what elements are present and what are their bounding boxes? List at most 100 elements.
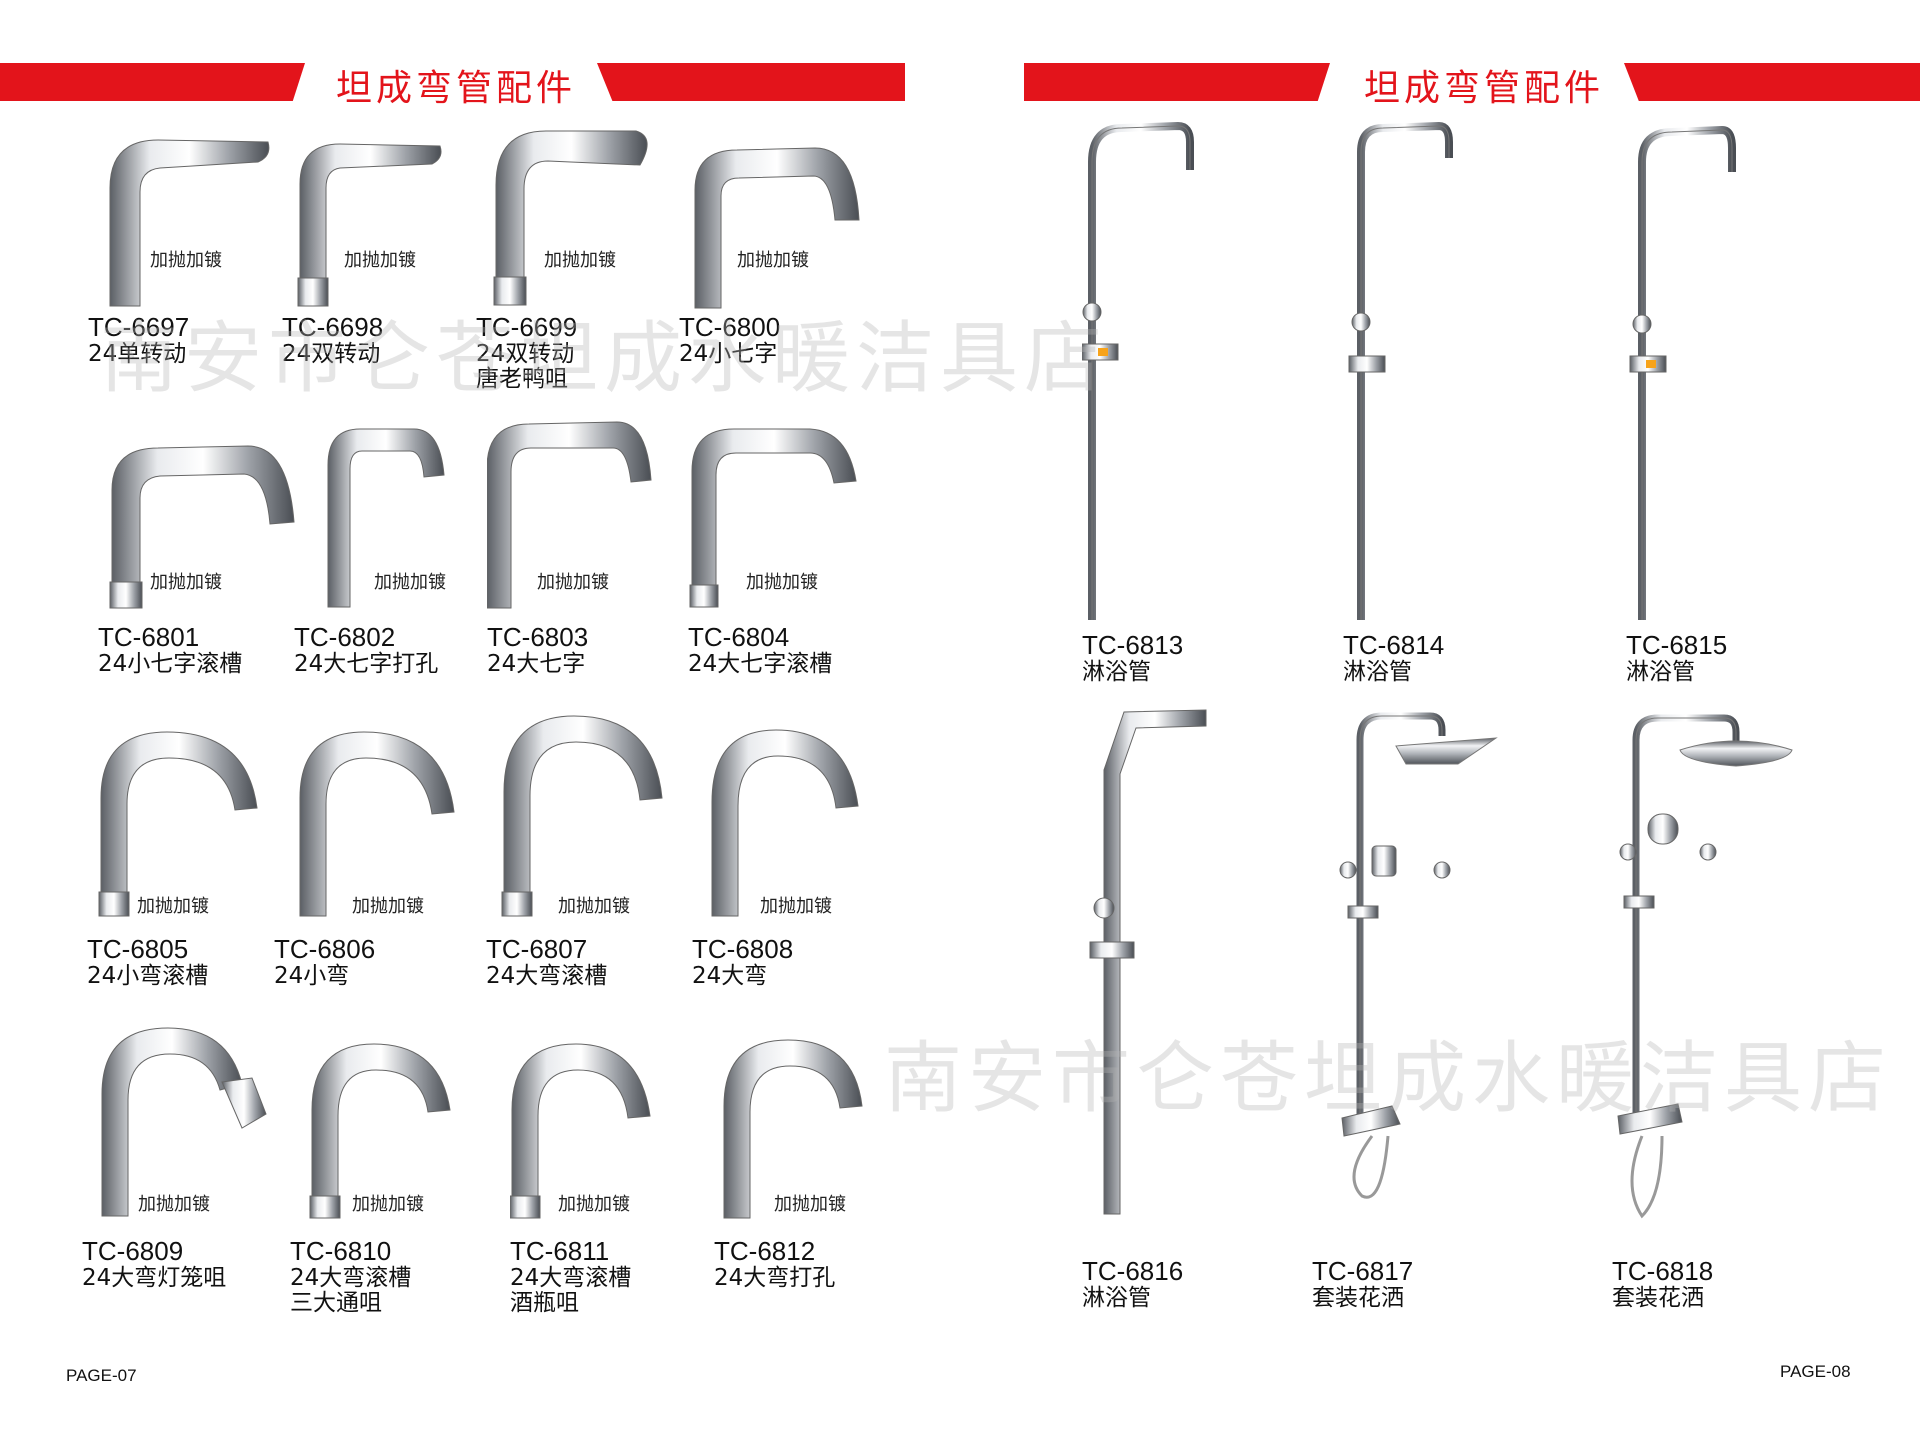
right-header-banner: 坦成弯管配件 (1024, 63, 1920, 109)
product-code: TC-6801 (98, 622, 200, 652)
plating-label: 加抛加镀 (737, 250, 809, 271)
left-header-title: 坦成弯管配件 (336, 68, 577, 109)
product-tc-6806: 加抛加镀 TC-6806 24小弯 (274, 728, 474, 998)
product-desc: 24大七字滚槽 (688, 651, 833, 677)
product-code: TC-6808 (692, 934, 794, 964)
plating-label: 加抛加镀 (352, 896, 424, 917)
product-code: TC-6698 (282, 312, 384, 342)
product-code: TC-6803 (487, 622, 589, 652)
right-header-title: 坦成弯管配件 (1364, 68, 1605, 109)
product-tc-6810: 加抛加镀 TC-6810 24大弯滚槽 三大通咀 (290, 1040, 480, 1330)
product-code: TC-6815 (1626, 630, 1728, 660)
product-code: TC-6806 (274, 934, 376, 964)
product-code: TC-6816 (1082, 1256, 1184, 1286)
product-tc-6817: TC-6817 套装花洒 (1312, 706, 1542, 1311)
product-desc: 24大弯滚槽 (486, 963, 608, 989)
product-tc-6811: 加抛加镀 TC-6811 24大弯滚槽 酒瓶咀 (510, 1040, 700, 1330)
product-desc: 24大弯滚槽 三大通咀 (290, 1265, 412, 1316)
product-desc: 24大弯灯笼咀 (82, 1265, 227, 1291)
product-tc-6818: TC-6818 套装花洒 (1612, 706, 1842, 1311)
product-tc-6815: TC-6815 淋浴管 (1626, 122, 1826, 685)
product-desc: 24大七字打孔 (294, 651, 439, 677)
shower-pipe-image (1082, 122, 1194, 620)
product-tc-6699: 加抛加镀 TC-6699 24双转动 唐老鸭咀 (476, 125, 666, 395)
product-code: TC-6813 (1082, 630, 1184, 660)
product-desc: 淋浴管 (1343, 659, 1412, 685)
plating-label: 加抛加镀 (150, 250, 222, 271)
product-code: TC-6805 (87, 934, 189, 964)
plating-label: 加抛加镀 (374, 572, 446, 593)
product-code: TC-6812 (714, 1236, 816, 1266)
product-code: TC-6699 (476, 312, 578, 342)
page-number: PAGE-07 (66, 1366, 137, 1385)
product-code: TC-6697 (88, 312, 190, 342)
product-tc-6802: 加抛加镀 TC-6802 24大七字打孔 (294, 425, 484, 680)
product-desc: 24小七字 (679, 341, 778, 367)
product-code: TC-6809 (82, 1236, 184, 1266)
product-desc: 淋浴管 (1082, 1285, 1151, 1311)
product-code: TC-6807 (486, 934, 588, 964)
product-tc-6813: TC-6813 淋浴管 (1082, 122, 1282, 685)
right-page: 坦成弯管配件 TC-6813 淋浴管 TC-6814 淋浴管 (960, 0, 1920, 1446)
plating-label: 加抛加镀 (774, 1194, 846, 1215)
spout-small-seven-grooved-image (109, 445, 295, 609)
spout-rotating-image (109, 139, 270, 307)
product-tc-6698: 加抛加镀 TC-6698 24双转动 (282, 128, 462, 378)
product-desc: 24大弯打孔 (714, 1265, 836, 1291)
plating-label: 加抛加镀 (137, 896, 209, 917)
product-desc: 24大弯滚槽 酒瓶咀 (510, 1265, 632, 1316)
product-tc-6803: 加抛加镀 TC-6803 24大七字 (487, 418, 677, 680)
product-tc-6804: 加抛加镀 TC-6804 24大七字滚槽 (688, 425, 878, 680)
product-desc: 套装花洒 (1612, 1285, 1704, 1311)
spout-bottle-nozzle-image (510, 1043, 651, 1219)
spout-small-curve-grooved-image (98, 731, 258, 917)
shower-pipe-image (1348, 122, 1453, 620)
spout-large-seven-drilled-image (327, 428, 445, 608)
plating-label: 加抛加镀 (344, 250, 416, 271)
product-tc-6801: 加抛加镀 TC-6801 24小七字滚槽 (98, 440, 298, 680)
spout-three-way-nozzle-image (309, 1043, 451, 1219)
shower-pipe-image (1629, 125, 1736, 620)
product-code: TC-6810 (290, 1236, 392, 1266)
product-desc: 24大弯 (692, 963, 768, 989)
product-tc-6816: TC-6816 淋浴管 (1082, 706, 1282, 1311)
plating-label: 加抛加镀 (760, 896, 832, 917)
product-tc-6809: 加抛加镀 TC-6809 24大弯灯笼咀 (82, 1024, 282, 1304)
product-desc: 24小弯 (274, 963, 350, 989)
square-shower-pipe-image (1089, 709, 1207, 1215)
product-tc-6814: TC-6814 淋浴管 (1343, 122, 1543, 685)
spout-small-curve-image (299, 731, 455, 917)
left-page: 坦成弯管配件 加抛加镀 TC-6697 24单转动 加抛加镀 TC-6698 2… (0, 63, 905, 1385)
spout-large-seven-image (487, 421, 652, 609)
spout-large-seven-grooved-image (689, 428, 857, 608)
product-code: TC-6814 (1343, 630, 1445, 660)
plating-label: 加抛加镀 (558, 1194, 630, 1215)
page-number: PAGE-08 (1780, 1362, 1851, 1381)
shower-set-square-head-image (1339, 712, 1498, 1199)
plating-label: 加抛加镀 (138, 1194, 210, 1215)
spout-large-curve-image (711, 729, 859, 917)
product-desc: 套装花洒 (1312, 1285, 1404, 1311)
product-desc: 24单转动 (88, 341, 187, 367)
plating-label: 加抛加镀 (352, 1194, 424, 1215)
plating-label: 加抛加镀 (544, 250, 616, 271)
spout-duck-image (493, 130, 648, 306)
spout-small-seven-image (694, 147, 860, 309)
product-desc: 24小弯滚槽 (87, 963, 209, 989)
plating-label: 加抛加镀 (558, 896, 630, 917)
product-tc-6808: 加抛加镀 TC-6808 24大弯 (692, 726, 882, 998)
spout-large-curve-drilled-image (723, 1039, 863, 1219)
product-desc: 24双转动 唐老鸭咀 (476, 341, 575, 392)
product-code: TC-6804 (688, 622, 790, 652)
product-code: TC-6811 (510, 1236, 610, 1266)
spout-large-curve-grooved-image (501, 715, 663, 917)
product-tc-6800: 加抛加镀 TC-6800 24小七字 (675, 140, 875, 380)
spout-lantern-nozzle-image (101, 1027, 267, 1217)
product-code: TC-6800 (679, 312, 781, 342)
product-tc-6812: 加抛加镀 TC-6812 24大弯打孔 (714, 1036, 904, 1306)
product-tc-6697: 加抛加镀 TC-6697 24单转动 (88, 128, 288, 378)
product-desc: 24小七字滚槽 (98, 651, 243, 677)
product-code: TC-6817 (1312, 1256, 1414, 1286)
product-desc: 24大七字 (487, 651, 586, 677)
plating-label: 加抛加镀 (746, 572, 818, 593)
